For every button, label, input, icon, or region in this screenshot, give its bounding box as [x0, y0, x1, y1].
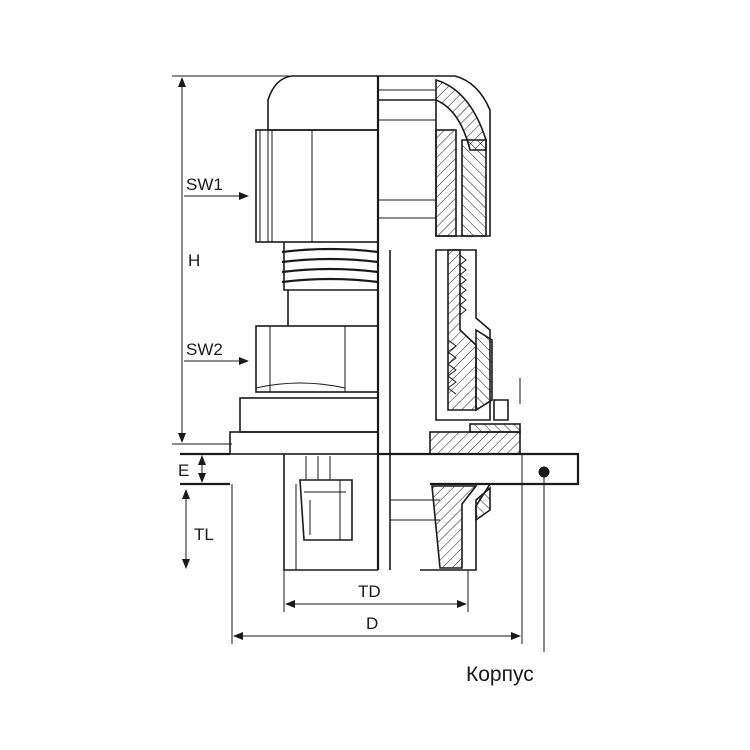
- dimension-lines: [172, 75, 545, 652]
- gland-section-view: [376, 75, 580, 571]
- label-d: D: [366, 614, 378, 633]
- label-sw1: SW1: [186, 175, 223, 194]
- label-h: H: [188, 251, 200, 270]
- gland-exterior-view: [180, 75, 379, 571]
- label-tl: TL: [194, 525, 214, 544]
- label-td: TD: [358, 582, 381, 601]
- label-housing: Корпус: [466, 663, 534, 686]
- label-sw2: SW2: [186, 340, 223, 359]
- housing-marker-dot: [538, 466, 550, 478]
- label-e: E: [178, 461, 189, 480]
